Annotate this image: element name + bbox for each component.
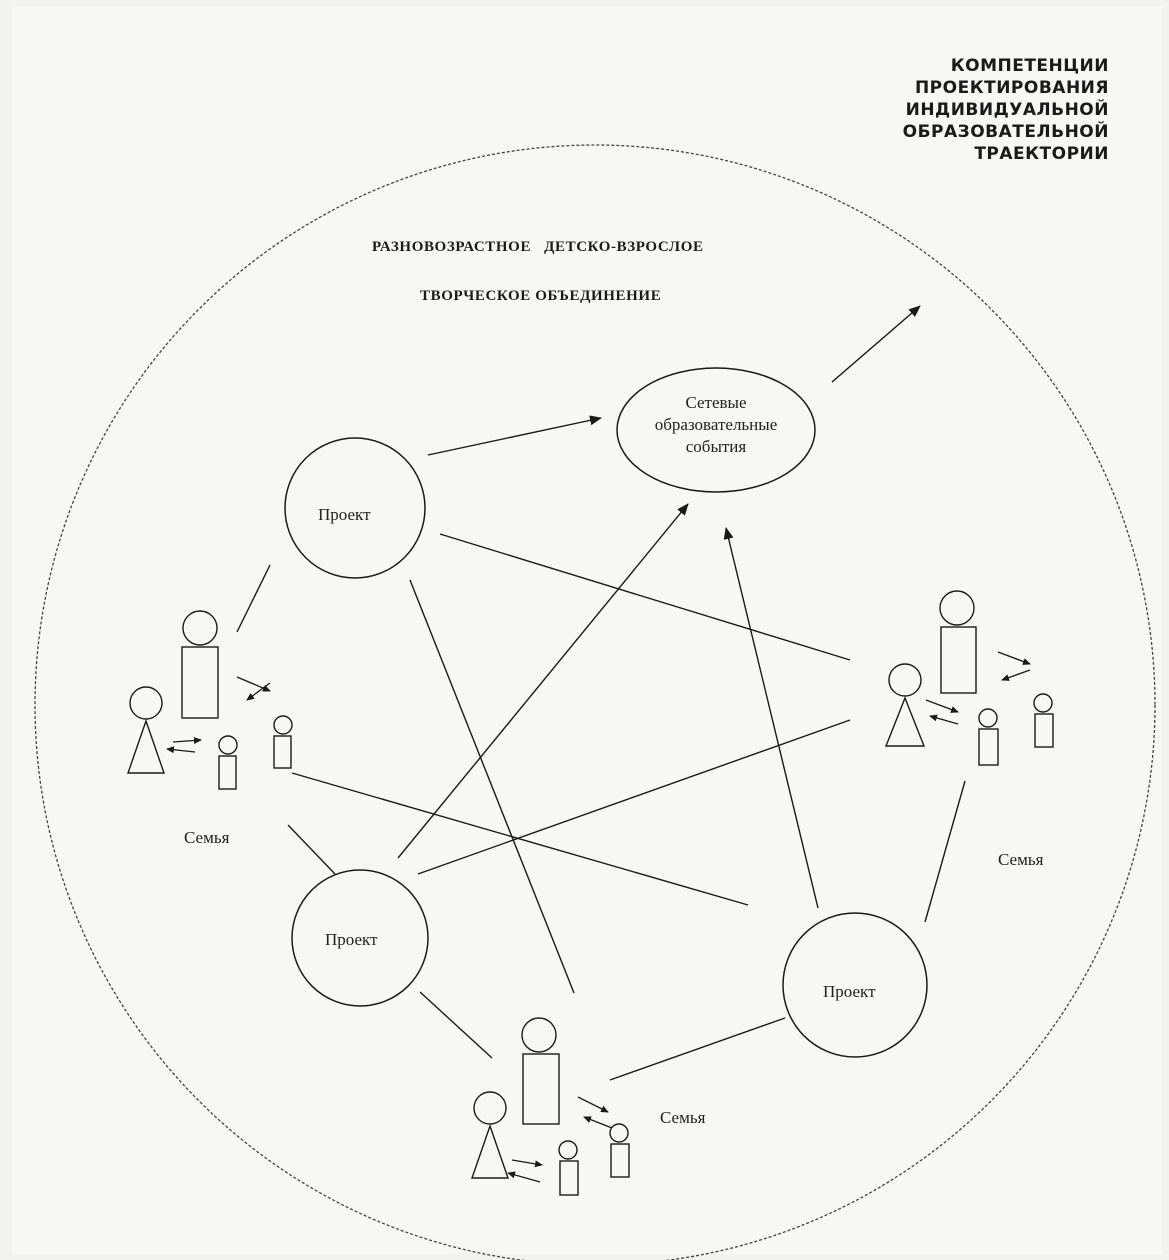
exchange-arrows <box>925 651 1031 725</box>
mother-head <box>473 1091 507 1125</box>
community-heading-line2: ТВОРЧЕСКОЕ ОБЪЕДИНЕНИЕ <box>420 288 662 304</box>
adult-head <box>521 1017 557 1053</box>
events-label: Сетевые образовательные события <box>618 392 814 458</box>
events-line: события <box>685 437 747 456</box>
mother-body <box>471 1123 509 1179</box>
arrow-project-top-to-events <box>427 415 602 456</box>
adult-body <box>940 626 977 694</box>
toddler-head <box>1033 693 1053 713</box>
family-group-right <box>884 590 1054 766</box>
mother-body <box>127 718 165 774</box>
link-family-right-project-right <box>924 780 966 923</box>
adult-head <box>939 590 975 626</box>
community-boundary-circle <box>34 144 1156 1260</box>
community-heading-line1: РАЗНОВОЗРАСТНОЕ ДЕТСКО-ВЗРОСЛОЕ <box>372 239 704 255</box>
link-family-left-project-right <box>291 772 749 906</box>
toddler-body <box>1034 713 1054 748</box>
title-line: ИНДИВИДУАЛЬНОЙ <box>905 100 1109 120</box>
adult-body <box>181 646 219 719</box>
arrow-project-right-to-events <box>723 527 819 909</box>
link-project-top-family-bottom <box>409 579 575 994</box>
mother-body <box>884 696 926 747</box>
mother-head <box>888 663 922 697</box>
title-line: КОМПЕТЕНЦИИ <box>950 56 1109 76</box>
exchange-arrows <box>166 676 271 754</box>
child-body <box>978 728 999 766</box>
events-line: Сетевые <box>685 393 747 412</box>
link-family-left-project-left <box>287 824 336 875</box>
paper-sheet <box>12 6 1162 1254</box>
arrow-lines <box>397 305 921 909</box>
child-head <box>218 735 238 755</box>
events-ellipse <box>616 367 816 493</box>
title-line: ПРОЕКТИРОВАНИЯ <box>914 78 1109 98</box>
link-project-top-family-right <box>439 533 851 661</box>
link-project-top-family-left <box>236 564 271 633</box>
child-body <box>218 755 237 790</box>
toddler-body <box>273 735 292 769</box>
family-label-bottom: Семья <box>660 1108 706 1127</box>
link-project-right-family-bottom <box>609 1017 786 1081</box>
project-label-left: Проект <box>325 930 378 949</box>
project-label-right: Проект <box>823 982 876 1001</box>
events-line: образовательные <box>654 415 778 434</box>
mother-head <box>129 686 163 720</box>
competencies-title: КОМПЕТЕНЦИИ ПРОЕКТИРОВАНИЯ ИНДИВИДУАЛЬНО… <box>789 55 1109 165</box>
toddler-head <box>273 715 293 735</box>
adult-body <box>522 1053 560 1125</box>
project-label-top: Проект <box>318 505 371 524</box>
arrow-project-left-to-events <box>397 503 689 859</box>
toddler-head <box>609 1123 629 1143</box>
title-line: ТРАЕКТОРИИ <box>974 144 1109 164</box>
link-project-left-family-bottom <box>419 991 493 1059</box>
family-label-left: Семья <box>184 828 230 847</box>
family-group-bottom <box>471 1017 630 1196</box>
child-body <box>559 1160 579 1196</box>
link-project-left-family-right <box>417 719 851 875</box>
exchange-arrows <box>507 1096 613 1183</box>
title-line: ОБРАЗОВАТЕЛЬНОЙ <box>902 122 1109 142</box>
project-circle-right <box>782 912 928 1058</box>
child-head <box>978 708 998 728</box>
family-label-right: Семья <box>998 850 1044 869</box>
adult-head <box>182 610 218 646</box>
project-circle-top <box>284 437 426 579</box>
arrow-events-to-competencies <box>831 305 921 383</box>
project-circle-left <box>291 869 429 1007</box>
toddler-body <box>610 1143 630 1178</box>
child-head <box>558 1140 578 1160</box>
family-group-left <box>127 610 293 790</box>
